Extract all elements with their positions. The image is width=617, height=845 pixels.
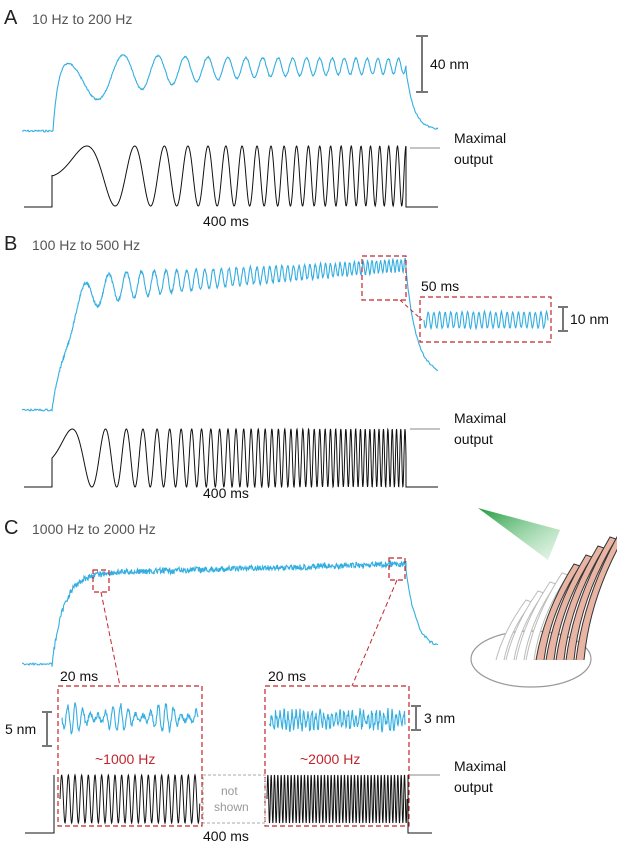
panel-c-left-frequency: ~1000 Hz	[95, 751, 155, 767]
panel-a-output-label-2: output	[454, 151, 493, 167]
panel-c-right-scale-bar	[411, 705, 421, 731]
panel-c: C 1000 Hz to 2000 Hz 20 ms 20 ms 5 nm 3 …	[4, 508, 617, 844]
panel-c-right-frequency: ~2000 Hz	[300, 751, 360, 767]
panel-c-left-zoom-box	[92, 569, 110, 593]
panel-b-zoom-box	[361, 255, 407, 301]
stereocilium	[515, 581, 557, 661]
panel-c-duration-label: 400 ms	[203, 828, 249, 844]
panel-b-response-trace	[21, 257, 439, 412]
stereocilia	[495, 535, 617, 661]
panel-c-right-inset-trace	[268, 707, 406, 733]
panel-a: A 10 Hz to 200 Hz 40 nm Maximal output 4…	[4, 7, 506, 229]
panel-a-response-trace	[21, 53, 439, 133]
stereocilium	[555, 545, 605, 661]
panel-c-response-trace	[21, 559, 439, 667]
panel-b-zoom-connector	[399, 299, 423, 321]
panel-c-title: 1000 Hz to 2000 Hz	[32, 521, 156, 537]
panel-b-letter: B	[4, 233, 17, 255]
panel-a-stimulus-trace	[24, 144, 438, 208]
stereocilium	[495, 599, 533, 661]
panel-b-duration-label: 400 ms	[203, 485, 249, 501]
panel-c-not-shown-label-1: not	[221, 784, 238, 798]
panel-c-letter: C	[4, 517, 18, 539]
panel-c-right-stimulus	[266, 774, 408, 824]
panel-b-inset-trace	[423, 309, 549, 331]
panel-c-stimulus-onset	[25, 775, 55, 834]
stereocilium	[565, 536, 617, 661]
panel-c-right-inset-box	[264, 685, 410, 827]
panel-c-left-inset-time: 20 ms	[60, 668, 98, 684]
panel-a-scale-bar	[416, 35, 428, 93]
panel-b-output-label-1: Maximal	[454, 410, 506, 426]
stereocilium	[575, 535, 617, 661]
stereocilium	[525, 572, 569, 661]
light-beam	[478, 508, 560, 560]
panel-c-right-scale-label: 3 nm	[424, 710, 455, 726]
panel-c-left-inset-box	[57, 685, 203, 827]
panel-c-right-connector	[351, 579, 398, 687]
stereocilium	[535, 563, 581, 661]
panel-c-left-scale-bar	[42, 711, 52, 747]
panel-c-left-stimulus	[59, 773, 201, 825]
panel-a-duration-label: 400 ms	[203, 213, 249, 229]
stereocilium	[505, 590, 545, 661]
panel-a-scale-label: 40 nm	[430, 56, 469, 72]
panel-c-not-shown-box	[202, 774, 266, 824]
panel-b-inset-time-label: 50 ms	[421, 278, 459, 294]
stereocilium	[545, 554, 593, 661]
panel-b-title: 100 Hz to 500 Hz	[32, 237, 140, 253]
panel-c-left-connector	[100, 591, 121, 687]
panel-c-left-scale-label: 5 nm	[5, 721, 36, 737]
panel-a-output-label-1: Maximal	[454, 130, 506, 146]
panel-c-right-zoom-box	[388, 557, 406, 581]
panel-c-left-inset-trace	[61, 702, 199, 735]
panel-c-stimulus-offset	[407, 775, 432, 834]
hair-bundle-illustration-icon	[470, 508, 617, 688]
panel-a-letter: A	[4, 7, 18, 29]
panel-b-scale-bar	[558, 306, 568, 332]
panel-c-not-shown-label-2: shown	[214, 800, 249, 814]
panel-a-title: 10 Hz to 200 Hz	[32, 11, 132, 27]
panel-b-stimulus-trace	[24, 427, 438, 489]
panel-c-output-label-2: output	[454, 779, 493, 795]
panel-b-output-label-2: output	[454, 431, 493, 447]
panel-b-scale-label: 10 nm	[570, 311, 609, 327]
panel-b-inset-box	[419, 296, 552, 343]
panel-c-output-label-1: Maximal	[454, 758, 506, 774]
panel-c-right-inset-time: 20 ms	[268, 668, 306, 684]
panel-b: B 100 Hz to 500 Hz 50 ms 10 nm Maximal o…	[4, 233, 609, 501]
